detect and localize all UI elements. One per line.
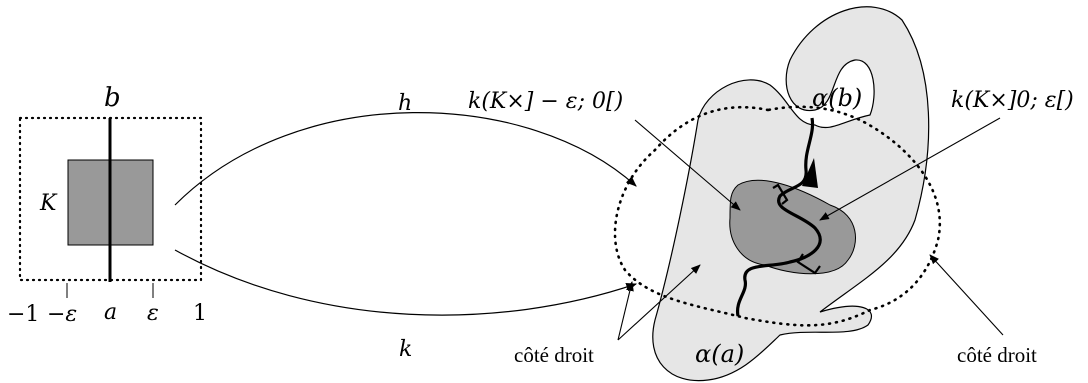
pointer-left-region — [634, 119, 741, 211]
bracket-upper — [772, 183, 789, 205]
pointer-cote-droit-left-1 — [617, 281, 634, 341]
tick-label-one: 1 — [193, 301, 207, 326]
label-cote-droit-left: côté droit — [514, 343, 594, 367]
label-cote-droit-right: côté droit — [957, 343, 1037, 367]
pointer-cote-droit-right — [929, 254, 1004, 336]
tick-label-minus-one: −1 — [7, 302, 39, 327]
arrow-h — [174, 112, 637, 206]
pointer-cote-droit-left-2 — [617, 264, 701, 341]
bracket-lower — [796, 253, 821, 275]
label-b: b — [104, 83, 121, 113]
label-k-map: k — [399, 337, 412, 362]
tick-label-a: a — [104, 300, 117, 325]
tick-label-minus-epsilon: −ε — [47, 302, 77, 327]
arrowhead-on-curve — [802, 158, 818, 188]
label-h: h — [398, 91, 412, 116]
dark-region — [729, 179, 856, 275]
label-right-region: k(K×]0; ε[) — [951, 88, 1074, 113]
label-left-region: k(K×] − ε; 0[) — [468, 89, 623, 114]
curve-alpha — [735, 117, 822, 317]
label-alpha-a: α(a) — [695, 340, 744, 368]
dotted-boundary — [613, 105, 942, 327]
mapping-arrows: h k — [174, 91, 638, 362]
arrow-k — [174, 249, 638, 316]
pointer-right-region — [819, 117, 1001, 221]
label-k-set: K — [39, 191, 58, 216]
label-alpha-b: α(b) — [812, 84, 862, 112]
tick-label-epsilon: ε — [147, 301, 159, 326]
image-region-group: α(b) α(a) k(K×] − ε; 0[) k(K×]0; ε[) côt… — [468, 6, 1074, 382]
domain-square-group: b K −1 −ε a ε 1 — [7, 83, 207, 327]
